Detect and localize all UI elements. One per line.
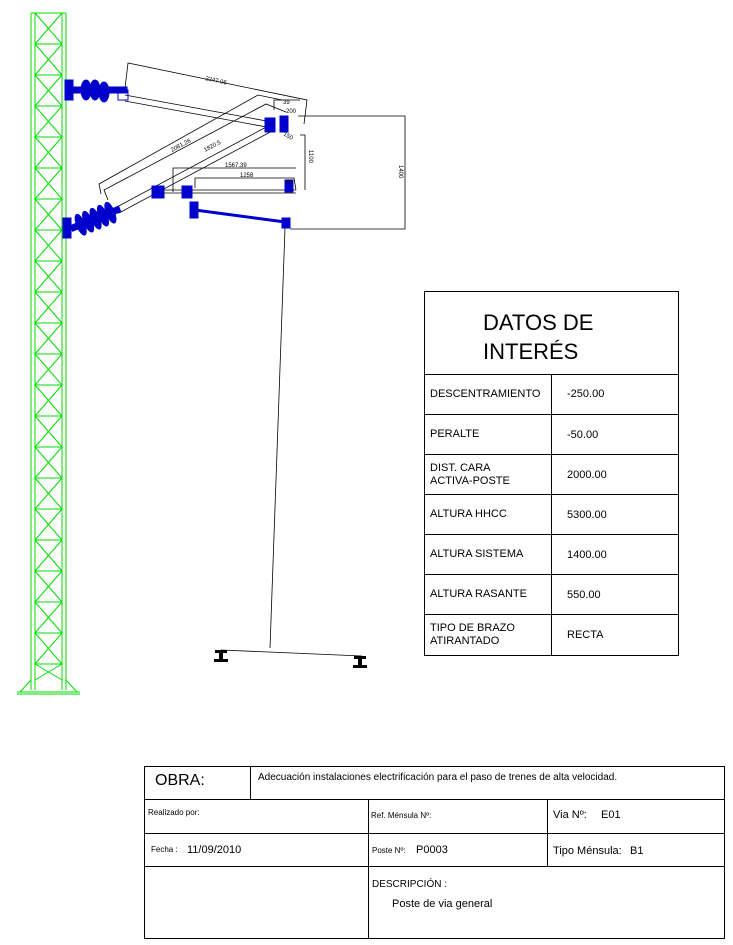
datos-value: 5300.00 xyxy=(567,508,607,521)
realizado-label: Realizado por: xyxy=(148,808,200,817)
datos-separator xyxy=(551,575,552,614)
dim-2081: 2081.26 xyxy=(170,138,193,154)
tipo-value: B1 xyxy=(630,845,644,857)
datos-row: ALTURA HHCC 5300.00 xyxy=(425,495,678,535)
cantilever-drawing: 2247.06 2081.26 1820.5 1567.39 1258 39 2… xyxy=(17,12,406,695)
datos-value: 1400.00 xyxy=(567,548,607,561)
poste-value: P0003 xyxy=(416,844,448,856)
datos-row: ALTURA SISTEMA 1400.00 xyxy=(425,535,678,575)
descripcion-label: DESCRIPCIÓN : xyxy=(372,879,448,890)
tipo-label: Tipo Ménsula: xyxy=(553,845,622,857)
obra-text: Adecuación instalaciones electrificación… xyxy=(258,772,618,783)
tb-divider xyxy=(547,799,548,866)
via-value: E01 xyxy=(601,809,621,821)
datos-separator xyxy=(551,495,552,534)
tb-divider xyxy=(145,799,724,800)
datos-title: DATOS DE INTERÉS xyxy=(483,310,594,364)
datos-value: 2000.00 xyxy=(567,468,607,481)
fecha-value: 11/09/2010 xyxy=(187,844,242,856)
cantilever-lines xyxy=(98,62,406,657)
datos-row: TIPO DE BRAZO ATIRANTADO RECTA xyxy=(425,615,678,655)
datos-separator xyxy=(551,455,552,494)
datos-row: DESCENTRAMIENTO -250.00 xyxy=(425,374,678,415)
dim-1258: 1258 xyxy=(240,173,254,179)
poste-label: Poste Nº: xyxy=(372,846,406,855)
datos-label: DIST. CARA ACTIVA-POSTE xyxy=(430,461,510,487)
datos-value: -250.00 xyxy=(567,388,605,400)
datos-label: ALTURA HHCC xyxy=(430,508,507,520)
lattice-mast xyxy=(17,12,80,695)
datos-value: RECTA xyxy=(567,629,604,641)
datos-label: PERALTE xyxy=(430,428,480,440)
fecha-label: Fecha : xyxy=(151,845,178,854)
descripcion-value: Poste de via general xyxy=(392,898,493,910)
obra-label: OBRA: xyxy=(155,772,205,789)
datos-label: DESCENTRAMIENTO xyxy=(430,387,541,400)
dim-2247: 2247.06 xyxy=(205,76,228,87)
rails xyxy=(214,650,367,668)
datos-header: DATOS DE INTERÉS xyxy=(425,292,678,375)
datos-separator xyxy=(551,415,552,454)
datos-separator xyxy=(551,535,552,574)
datos-value: -50.00 xyxy=(567,428,599,441)
datos-value: 550.00 xyxy=(567,588,601,601)
dim-39: 39 xyxy=(283,100,290,106)
ref-label: Ref. Ménsula Nº: xyxy=(371,811,432,820)
datos-separator xyxy=(551,374,552,414)
datos-row: DIST. CARA ACTIVA-POSTE 2000.00 xyxy=(425,455,678,495)
dim-200: 200 xyxy=(286,109,297,115)
insulators xyxy=(62,79,294,239)
tb-divider xyxy=(145,866,724,867)
datos-label: ALTURA RASANTE xyxy=(430,588,527,600)
dim-1100: 1100 xyxy=(307,150,313,164)
datos-separator xyxy=(551,615,552,655)
dim-50: 50 xyxy=(286,180,293,186)
dim-150: 150 xyxy=(282,132,294,143)
dim-1567: 1567.39 xyxy=(225,163,247,169)
via-label: Via Nº: xyxy=(553,809,587,821)
tb-divider xyxy=(145,833,724,834)
title-block: OBRA: Adecuación instalaciones electrifi… xyxy=(144,766,725,939)
tb-divider xyxy=(250,767,251,799)
datos-label: TIPO DE BRAZO ATIRANTADO xyxy=(430,622,515,647)
datos-table: DATOS DE INTERÉS DESCENTRAMIENTO -250.00… xyxy=(424,291,679,656)
datos-label: ALTURA SISTEMA xyxy=(430,548,524,560)
tb-divider xyxy=(368,799,369,938)
dim-1400: 1400 xyxy=(397,165,403,179)
datos-row: PERALTE -50.00 xyxy=(425,415,678,455)
datos-row: ALTURA RASANTE 550.00 xyxy=(425,575,678,615)
